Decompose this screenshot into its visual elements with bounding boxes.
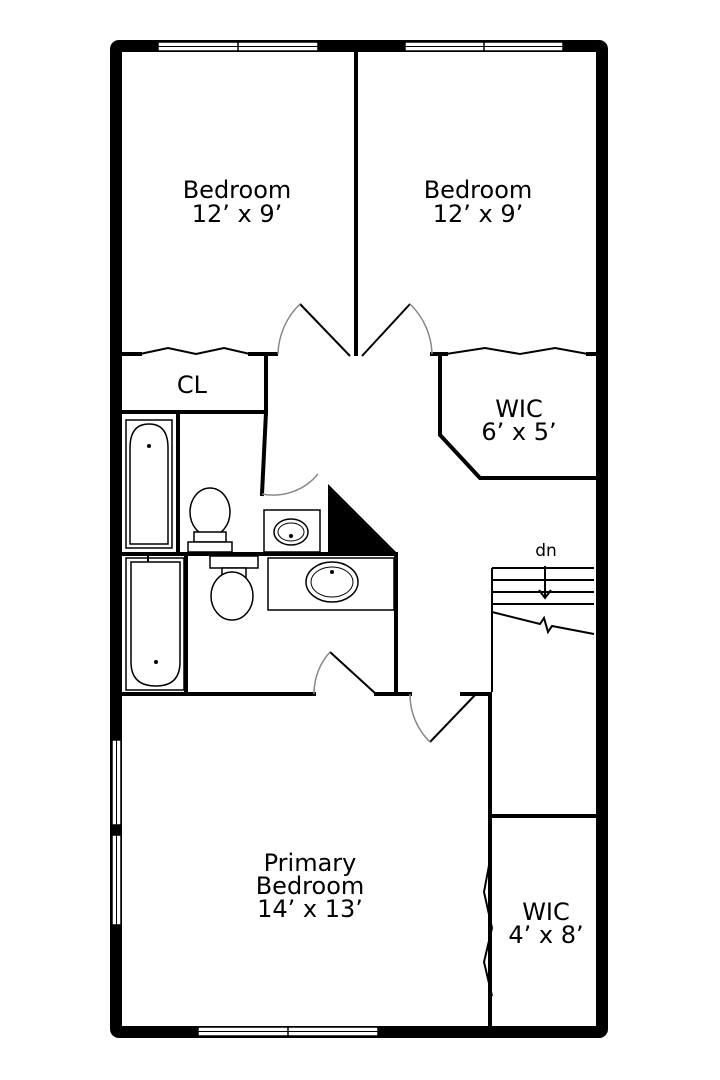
bedroom-left-size: 12’ x 9’	[192, 200, 283, 228]
door-bedroom-right	[361, 303, 433, 357]
primary-bedroom-name-1: Primary	[264, 849, 357, 877]
door-primary-bedroom	[409, 693, 477, 743]
bifold-door-closet	[139, 346, 251, 356]
toilet-lower	[209, 555, 259, 621]
wic-lower-size: 4’ x 8’	[508, 921, 583, 949]
primary-bedroom-name-2: Bedroom	[256, 872, 365, 900]
window-top-left	[157, 41, 319, 52]
primary-bedroom-size: 14’ x 13’	[257, 895, 363, 923]
wic-lower-name: WIC	[522, 898, 570, 926]
chase-triangle	[328, 484, 396, 552]
bifold-door-wic-lower	[482, 859, 494, 997]
door-bath-upper	[261, 473, 319, 496]
bifold-door-wic-upper	[445, 346, 589, 356]
wic-upper-size: 6’ x 5’	[481, 418, 556, 446]
window-bottom	[197, 1026, 379, 1037]
window-left-upper	[111, 739, 122, 826]
bedroom-left-name: Bedroom	[183, 176, 292, 204]
bathtub-upper	[125, 419, 173, 549]
sink-upper	[263, 509, 321, 553]
wic-upper-name: WIC	[495, 395, 543, 423]
stair-label: dn	[535, 541, 557, 561]
window-left-lower	[111, 834, 122, 926]
bathtub-lower	[125, 552, 185, 691]
interior-walls	[120, 50, 598, 1028]
toilet-upper	[187, 487, 233, 553]
bedroom-right-name: Bedroom	[424, 176, 533, 204]
bedroom-right-size: 12’ x 9’	[433, 200, 524, 228]
staircase	[491, 566, 595, 692]
door-bedroom-left	[277, 303, 351, 357]
door-bath-lower	[313, 651, 377, 695]
window-top-right	[404, 41, 564, 52]
closet-name: CL	[177, 371, 208, 399]
sink-lower	[267, 557, 395, 611]
